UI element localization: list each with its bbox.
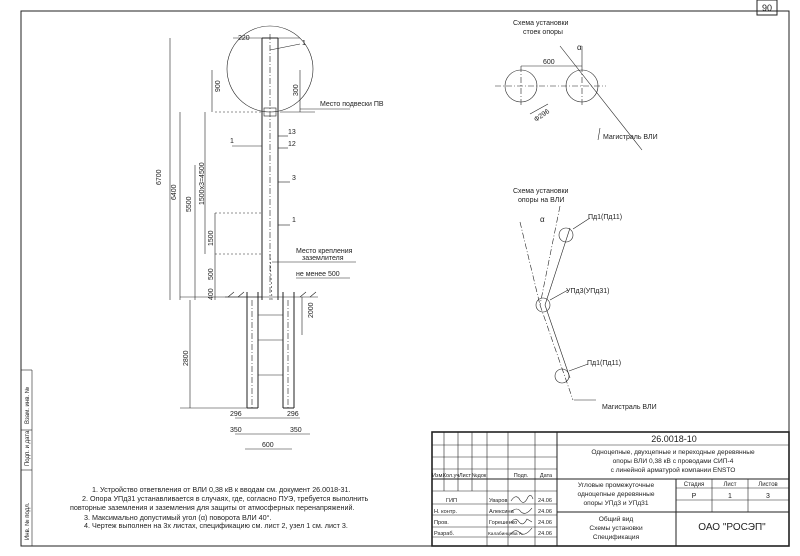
date-gip: 24.06	[538, 498, 552, 504]
pos-1-top: 1	[302, 40, 306, 47]
scheme-poles-install: Схема установки стоек опоры 600 α Ф296 М…	[495, 20, 658, 151]
callout-grounding-line2: заземлителя	[302, 255, 344, 262]
dim-5500: 5500	[186, 196, 193, 212]
scheme-poles-alpha: α	[577, 43, 582, 52]
vli-pd1-top-circle	[558, 227, 574, 243]
pos-1-left: 1	[230, 138, 234, 145]
col-izm: Изм.	[432, 473, 444, 479]
dim-1500x3: 1500x3=4500	[199, 162, 206, 205]
name-nkontr: Алексина	[489, 509, 515, 515]
notes-block: 1. Устройство ответвления от ВЛИ 0,38 кВ…	[70, 485, 369, 530]
col-date: Дата	[540, 473, 553, 479]
dim-6400: 6400	[171, 184, 178, 200]
pos-13: 13	[288, 129, 296, 136]
note-3: 3. Максимально допустимый угол (α) повор…	[84, 513, 272, 522]
doc-code: 26.0018-10	[651, 434, 697, 444]
pole-drawing: 220 900 300 6700 6400 5500 1500x3=4500 1…	[156, 25, 384, 450]
sheet-number: 90	[762, 3, 772, 13]
col-podp: Подп.	[514, 473, 529, 479]
dim-350-left: 350	[230, 427, 242, 434]
sheet-value: 1	[728, 493, 732, 500]
callout-grounding-line1: Место крепления	[296, 248, 353, 255]
signature-nkontr	[510, 507, 533, 514]
scheme-vli-alpha: α	[540, 215, 545, 224]
sheet-frame	[20, 10, 790, 547]
note-4: 4. Чертеж выполнен на 3х листах, специфи…	[84, 521, 348, 530]
object-line2: одноцепные деревянные	[577, 491, 654, 498]
pos-1-mid: 1	[292, 217, 296, 224]
scheme-vli-pd1-bottom: Пд1(Пд11)	[587, 360, 621, 367]
doc-title-2: опоры ВЛИ 0,38 кВ с проводами СИП-4	[613, 458, 734, 465]
margin-label-replace: Взам. инв. №	[24, 387, 31, 424]
sheet-label: Лист	[723, 482, 736, 488]
dim-900: 900	[215, 80, 222, 92]
title-block: 26.0018-10 Одноцепные, двухцепные и пере…	[431, 431, 790, 547]
dim-350-right: 350	[290, 427, 302, 434]
col-list: Лист	[459, 473, 471, 479]
drawing-name-1: Общий вид	[599, 515, 634, 523]
vli-pd1-bottom-circle	[554, 368, 570, 384]
stage-label: Стадия	[684, 482, 704, 488]
note-2-cont: повторные заземления и заземления для за…	[70, 503, 355, 512]
role-nkontr: Н. контр.	[434, 509, 458, 515]
dim-top-width: 220	[238, 35, 250, 42]
dim-400: 400	[208, 288, 215, 300]
dim-6700: 6700	[156, 169, 163, 185]
vli-upd3-circle	[535, 297, 551, 313]
dim-296-right: 296	[287, 411, 299, 418]
dim-600: 600	[262, 442, 274, 449]
company-name: ОАО "РОСЭП"	[698, 522, 766, 533]
scheme-vli-title-1: Схема установки	[513, 188, 569, 195]
stage-value: Р	[692, 493, 697, 500]
note-1: 1. Устройство ответвления от ВЛИ 0,38 кВ…	[92, 485, 351, 494]
col-kolvo: Кол.уч	[443, 473, 460, 479]
name-prov: Горешенко	[489, 520, 517, 526]
scheme-vli-install: Схема установки опоры на ВЛИ α Пд1(Пд11)…	[513, 188, 657, 411]
date-prov: 24.06	[538, 520, 552, 526]
date-razrab: 24.06	[538, 531, 552, 537]
name-gip: Уваров	[489, 498, 507, 504]
sheet-number-box	[756, 0, 778, 16]
col-doc: №док	[472, 473, 487, 479]
scheme-poles-line-label: Магистраль ВЛИ	[603, 134, 658, 141]
note-2: 2. Опора УПд31 устанавливается в случаях…	[82, 494, 369, 503]
scheme-poles-title-2: стоек опоры	[523, 29, 563, 36]
scheme-poles-title-1: Схема установки	[513, 20, 569, 27]
dim-296-left: 296	[230, 411, 242, 418]
pos-12: 12	[288, 141, 296, 148]
dim-2000: 2000	[308, 302, 315, 318]
role-gip: ГИП	[446, 498, 457, 504]
signature-razrab	[510, 527, 533, 535]
scheme-vli-pd1-top: Пд1(Пд11)	[588, 214, 622, 221]
object-line1: Угловые промежуточные	[578, 482, 655, 489]
scheme-poles-dim-600: 600	[543, 59, 555, 66]
drawing-name-2: Схемы установки	[589, 525, 643, 532]
name-razrab: Калабинцева А.	[488, 531, 523, 537]
role-prov: Пров.	[434, 520, 449, 526]
doc-title-1: Одноцепные, двухцепные и переходные дере…	[591, 449, 755, 456]
scheme-vli-line-label: Магистраль ВЛИ	[602, 404, 657, 411]
dim-300: 300	[293, 84, 300, 96]
margin-label-inv: Инв. № подл.	[24, 502, 31, 540]
dim-2800: 2800	[183, 350, 190, 366]
signature-prov	[510, 518, 533, 525]
scheme-vli-upd3: УПд3(УПд31)	[566, 288, 609, 295]
object-line3: опоры УПд3 и УПд31	[583, 500, 648, 507]
callout-pv-mount: Место подвески ПВ	[320, 101, 384, 108]
date-nkontr: 24.06	[538, 509, 552, 515]
signature-gip	[510, 495, 534, 503]
pos-3: 3	[292, 175, 296, 182]
margin-label-sign: Подп. и дата	[25, 430, 31, 466]
dim-1500: 1500	[208, 230, 215, 246]
scheme-vli-title-2: опоры на ВЛИ	[518, 197, 564, 204]
doc-title-3: с линейной арматурой компании ENSTO	[611, 466, 736, 474]
dim-500: 500	[208, 268, 215, 280]
sheets-label: Листов	[758, 482, 778, 488]
sheets-value: 3	[766, 493, 770, 500]
role-razrab: Разраб.	[434, 531, 455, 537]
drawing-name-3: Спецификация	[593, 534, 640, 541]
callout-not-less: не менее 500	[296, 271, 340, 278]
